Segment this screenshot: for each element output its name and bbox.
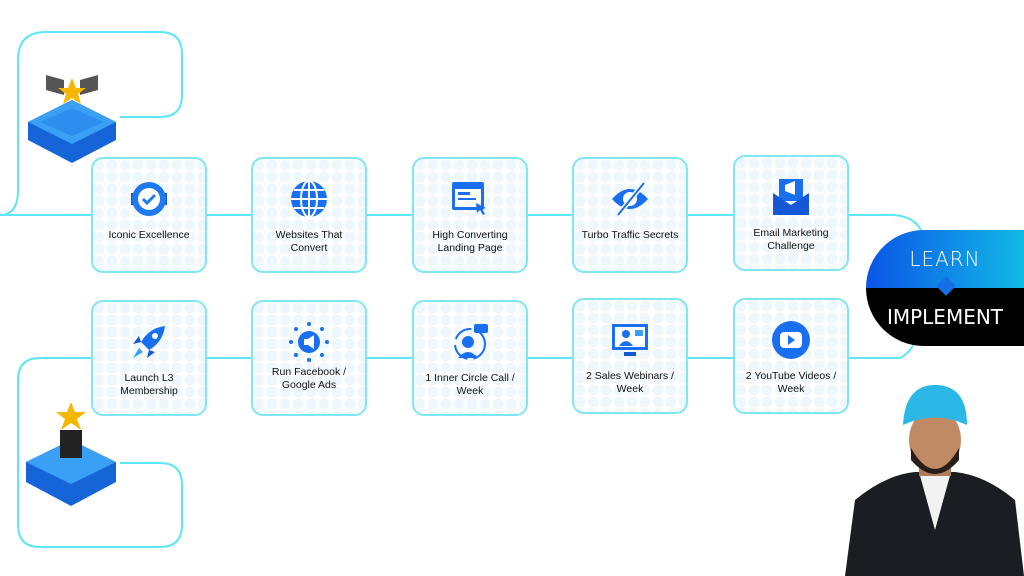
presenter-photo <box>845 385 1024 576</box>
card-sales-webinars: 2 Sales Webinars / Week <box>572 298 688 414</box>
card-youtube-videos: 2 YouTube Videos / Week <box>733 298 849 414</box>
globe-icon <box>289 179 329 219</box>
card-label: 2 Sales Webinars / Week <box>586 370 674 395</box>
card-launch-membership: Launch L3 Membership <box>91 300 207 416</box>
envelope-megaphone-icon <box>771 177 811 217</box>
card-landing-page: High Converting Landing Page <box>412 157 528 273</box>
badge-implement: IMPLEMENT <box>866 288 1024 346</box>
card-label: Turbo Traffic Secrets <box>581 229 679 241</box>
card-label: 1 Inner Circle Call / Week <box>425 372 515 397</box>
webinar-icon <box>610 320 650 360</box>
card-label: High Converting Landing Page <box>432 229 508 254</box>
card-label: Websites That Convert <box>275 229 343 254</box>
card-label: Email Marketing Challenge <box>753 227 829 252</box>
browser-cursor-icon <box>450 179 490 219</box>
support-call-icon <box>450 322 490 362</box>
start-pedestal-flags <box>26 70 118 170</box>
megaphone-network-icon <box>289 322 329 362</box>
eye-slash-icon <box>610 179 650 219</box>
card-email-marketing: Email Marketing Challenge <box>733 155 849 271</box>
learn-implement-badge: LEARN IMPLEMENT <box>866 230 1024 346</box>
youtube-icon <box>771 320 811 360</box>
card-label: Run Facebook / Google Ads <box>271 366 347 391</box>
card-label: Launch L3 Membership <box>120 372 178 397</box>
card-inner-circle-call: 1 Inner Circle Call / Week <box>412 300 528 416</box>
card-label: 2 YouTube Videos / Week <box>745 370 837 395</box>
card-label: Iconic Excellence <box>108 229 190 241</box>
rocket-icon <box>129 322 169 362</box>
badge-check-icon <box>129 179 169 219</box>
card-websites-that-convert: Websites That Convert <box>251 157 367 273</box>
card-run-ads: Run Facebook / Google Ads <box>251 300 367 416</box>
card-turbo-traffic: Turbo Traffic Secrets <box>572 157 688 273</box>
card-iconic-excellence: Iconic Excellence <box>91 157 207 273</box>
end-pedestal-trophy <box>24 400 118 515</box>
